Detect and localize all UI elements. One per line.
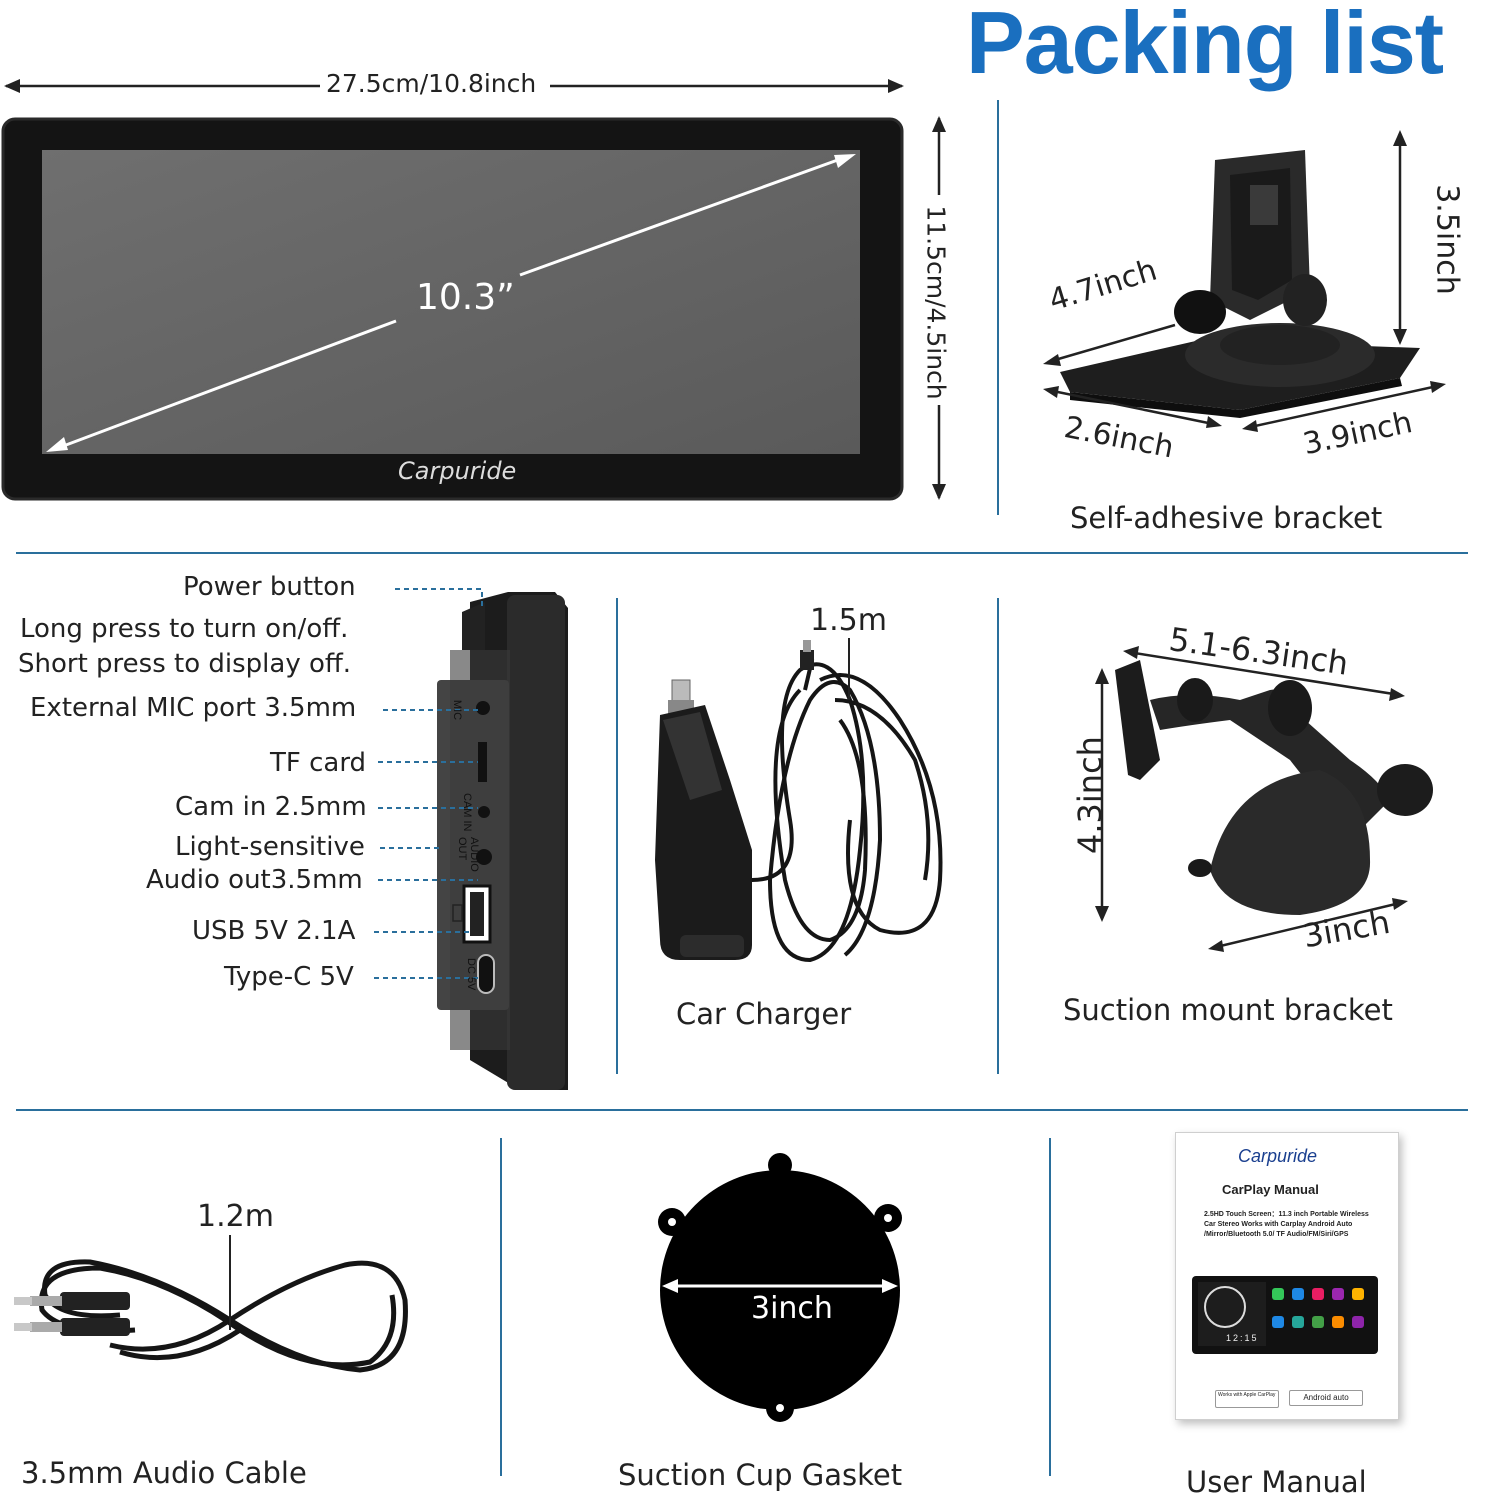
port-audio-out: Audio out3.5mm [146,865,363,895]
manual-badge-carplay: Works with Apple CarPlay [1215,1390,1279,1408]
port-usb: USB 5V 2.1A [192,916,356,946]
divider-h-2 [16,1109,1468,1111]
manual-caption: User Manual [1186,1465,1367,1499]
port-cam-in: Cam in 2.5mm [175,792,367,822]
manual-device-image [1192,1276,1378,1354]
port-short-press: Short press to display off. [18,649,352,679]
manual-title: CarPlay Manual [1222,1182,1319,1197]
manual-clock: 12:15 [1226,1333,1259,1343]
screen-brand-logo: Carpuride [398,457,517,485]
port-mic: External MIC port 3.5mm [30,693,357,723]
manual-brand: Carpuride [1238,1146,1318,1166]
port-light-sensitive: Light-sensitive [175,832,365,862]
divider-v-mid-2 [997,598,999,1074]
page-title: Packing list [966,0,1444,92]
car-charger-caption: Car Charger [676,997,852,1031]
self-adhesive-caption: Self-adhesive bracket [1070,501,1383,535]
port-long-press: Long press to turn on/off. [20,614,349,644]
divider-v-bot-2 [1049,1138,1051,1476]
gasket-dim: 3inch [751,1291,833,1326]
charger-length: 1.5m [810,603,887,638]
port-type-c: Type-C 5V [224,962,354,992]
screen-width-label: 27.5cm/10.8inch [326,69,537,98]
divider-v-mid-1 [616,598,618,1074]
screen-diagonal-label: 10.3” [416,277,515,318]
audio-cable-length: 1.2m [197,1199,274,1234]
manual-desc: 2.5HD Touch Screen：11.3 inch Portable Wi… [1204,1211,1369,1238]
divider-v-bot-1 [500,1138,502,1476]
divider-v-top [997,100,999,515]
manual-badge-android: Android auto [1289,1390,1363,1406]
port-power-button: Power button [183,572,356,602]
audio-cable-caption: 3.5mm Audio Cable [21,1456,307,1490]
port-tf-card: TF card [270,748,367,778]
suction-mount-caption: Suction mount bracket [1063,993,1393,1027]
divider-h-1 [16,552,1468,554]
gasket-caption: Suction Cup Gasket [618,1458,903,1492]
